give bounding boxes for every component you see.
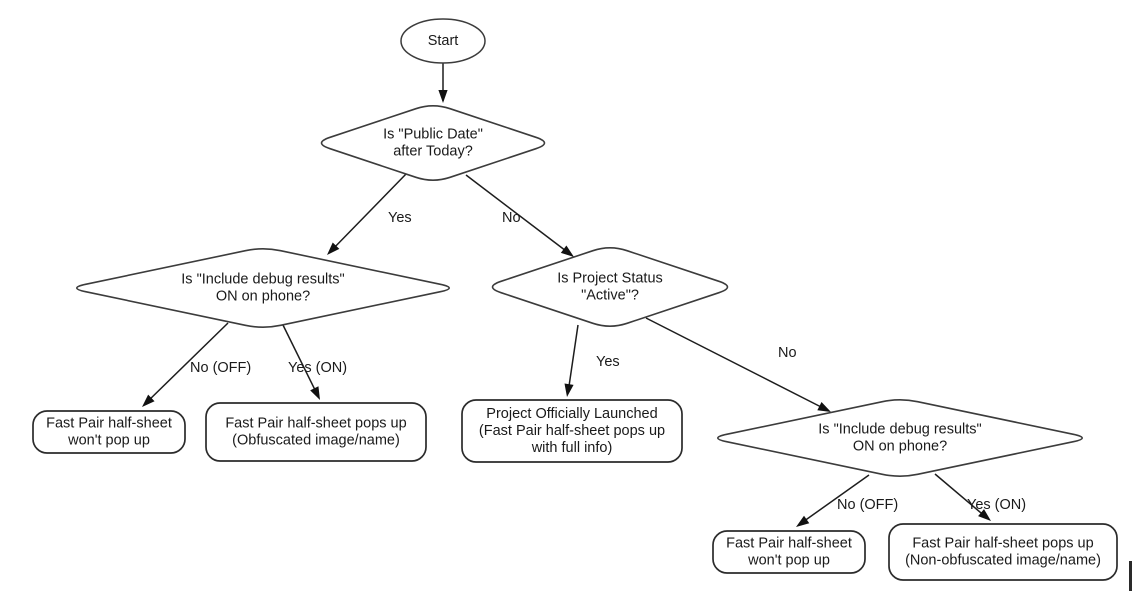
arrow-head-icon <box>438 90 448 103</box>
node-launched[interactable]: Project Officially Launched(Fast Pair ha… <box>461 399 683 463</box>
edge-e-status-no: No <box>645 317 831 412</box>
edge-e-status-yes: Yes <box>564 324 620 397</box>
artifacts-layer <box>1129 561 1132 591</box>
node-text: Fast Pair half-sheet pops up(Obfuscated … <box>225 415 406 448</box>
node-debug-right[interactable]: Is "Include debug results"ON on phone? <box>717 399 1083 477</box>
edge-label: No (OFF) <box>190 360 251 376</box>
node-start[interactable]: Start <box>400 18 486 64</box>
edge-e-public-yes: Yes <box>327 172 412 255</box>
edge-label: Yes <box>596 354 620 370</box>
edge-label: No <box>502 210 521 226</box>
edge-label: No <box>778 345 797 361</box>
node-text: Fast Pair half-sheet pops up(Non-obfusca… <box>905 535 1101 568</box>
arrow-head-icon <box>142 394 155 407</box>
edge-e-debugleft-yeson: Yes (ON) <box>281 322 347 400</box>
node-public-date[interactable]: Is "Public Date"after Today? <box>320 105 546 181</box>
edge-label: No (OFF) <box>837 497 898 513</box>
node-left-yes-on[interactable]: Fast Pair half-sheet pops up(Obfuscated … <box>205 402 427 462</box>
node-text: Is Project Status"Active"? <box>557 270 663 303</box>
edge-e-start-public <box>438 63 448 103</box>
node-text: Is "Public Date"after Today? <box>383 126 483 159</box>
arrow-head-icon <box>564 383 574 397</box>
node-text: Project Officially Launched(Fast Pair ha… <box>479 406 665 456</box>
node-text: Start <box>428 33 459 49</box>
arrow-head-icon <box>817 402 831 412</box>
node-text: Is "Include debug results"ON on phone? <box>181 271 344 304</box>
arrow-head-icon <box>796 515 810 527</box>
arrow-head-icon <box>560 245 574 257</box>
edge-label: Yes (ON) <box>967 497 1026 513</box>
edge-e-debugright-nooff: No (OFF) <box>796 474 898 527</box>
edge-label: Yes <box>388 210 412 226</box>
edge-e-public-no: No <box>465 174 574 257</box>
arrow-head-icon <box>978 509 991 521</box>
arrow-head-icon <box>310 386 320 400</box>
node-right-yes-on[interactable]: Fast Pair half-sheet pops up(Non-obfusca… <box>888 523 1118 581</box>
node-project-status[interactable]: Is Project Status"Active"? <box>491 247 729 327</box>
arrow-head-icon <box>327 242 340 255</box>
node-text: Is "Include debug results"ON on phone? <box>818 421 981 454</box>
edge-e-debugleft-nooff: No (OFF) <box>142 322 251 407</box>
nodes-layer: Start Is "Public Date"after Today? Is "Inc… <box>32 18 1118 581</box>
edge-e-debugright-yeson: Yes (ON) <box>934 473 1026 521</box>
node-debug-left[interactable]: Is "Include debug results"ON on phone? <box>76 248 450 328</box>
page-edge-artifact <box>1129 561 1132 591</box>
edge-label: Yes (ON) <box>288 360 347 376</box>
